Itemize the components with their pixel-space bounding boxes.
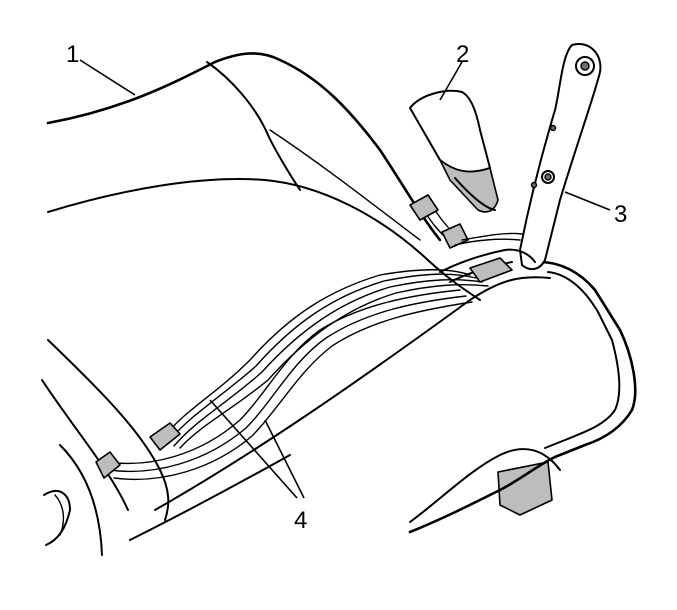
leader-4a [209, 399, 298, 499]
callout-2: 2 [456, 41, 469, 68]
callout-4: 4 [294, 507, 307, 534]
side-trim-panel [408, 260, 637, 534]
harness-connector-c [409, 194, 439, 221]
leader-2 [439, 61, 463, 101]
seat-back [41, 52, 561, 556]
leader-4b [264, 419, 305, 499]
leader-1 [79, 59, 136, 96]
harness-connector-a [149, 422, 181, 451]
seat-frame-bracket [519, 43, 602, 271]
callout-1: 1 [66, 41, 79, 68]
callout-labels: 1 2 3 4 [66, 41, 627, 534]
harness-connector-b [95, 451, 121, 479]
wiring-harness [95, 194, 536, 481]
callout-3: 3 [614, 201, 627, 228]
head-restraint [409, 89, 499, 213]
harness-connector-d [441, 223, 469, 249]
leader-lines [79, 59, 611, 499]
leader-3 [564, 191, 611, 211]
